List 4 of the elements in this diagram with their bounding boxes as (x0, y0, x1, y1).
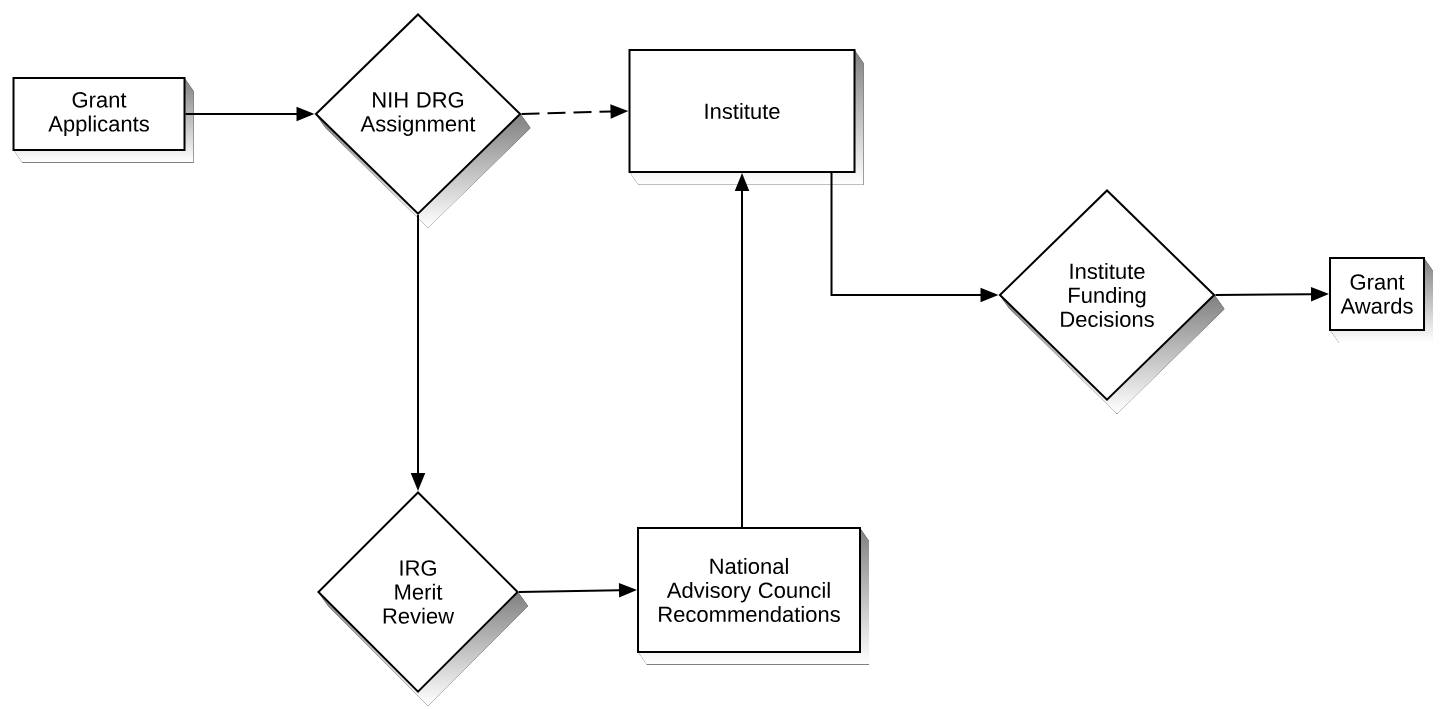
process-box: Institute (628, 49, 864, 185)
process-box: Grant Awards (1329, 257, 1433, 343)
process-box: Grant Applicants (12, 77, 194, 163)
process-box: National Advisory Council Recommendations (637, 527, 869, 665)
